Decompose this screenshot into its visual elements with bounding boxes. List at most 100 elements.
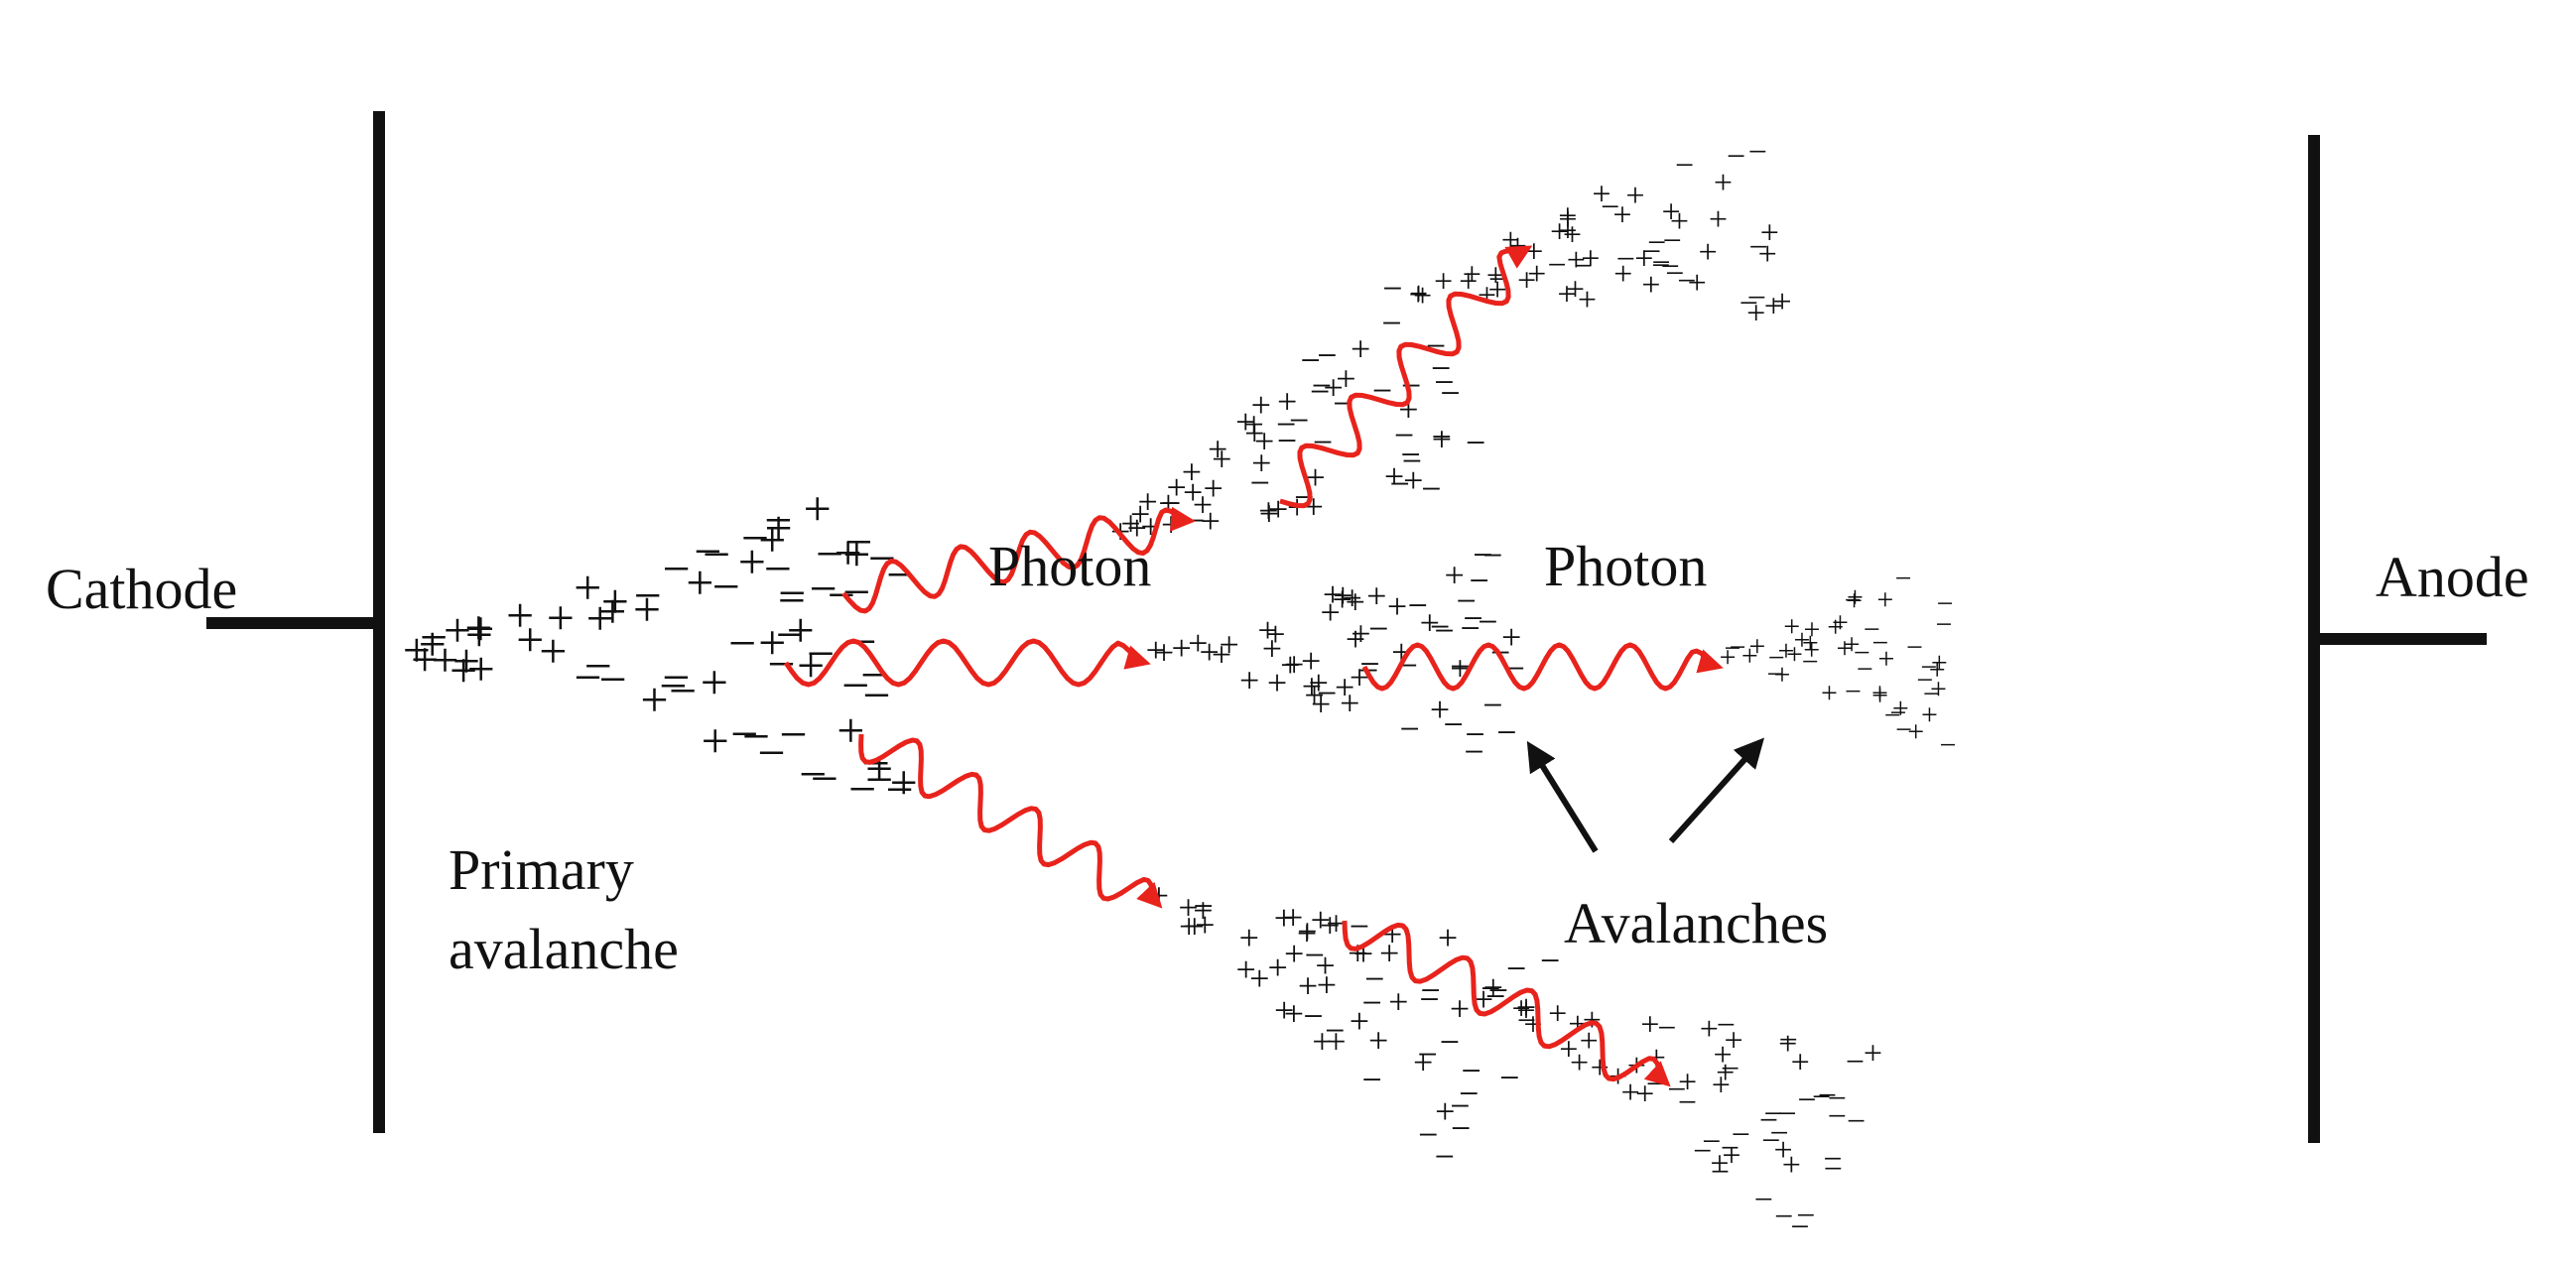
negative-charge: − — [1465, 714, 1484, 754]
positive-charge: + — [1254, 422, 1274, 461]
charge-clouds: +−++−++−+−−−−−−−−−+++++−−−−−+−+−−++−+++−… — [403, 134, 1957, 1246]
positive-charge: + — [1612, 196, 1631, 233]
negative-charge: − — [1435, 1136, 1455, 1176]
positive-charge: + — [1251, 385, 1271, 425]
positive-charge: + — [1725, 1023, 1743, 1060]
positive-charge: + — [1512, 990, 1531, 1027]
negative-charge: − — [1717, 1007, 1736, 1044]
negative-charge: − — [1305, 936, 1325, 975]
negative-charge: − — [776, 606, 804, 662]
anode-label: Anode — [2376, 545, 2529, 609]
positive-charge: + — [1516, 987, 1536, 1027]
negative-charge: − — [1450, 1085, 1470, 1125]
positive-charge: + — [1297, 911, 1317, 951]
positive-charge: + — [1432, 420, 1452, 459]
positive-charge: + — [1391, 632, 1411, 672]
negative-charge: − — [1935, 608, 1952, 641]
positive-charge: + — [1907, 715, 1924, 748]
positive-charge: + — [1182, 452, 1202, 492]
positive-charge: + — [506, 587, 534, 643]
positive-charge: + — [1827, 610, 1844, 643]
positive-charge: + — [1193, 485, 1213, 525]
negative-charge: − — [1540, 941, 1560, 980]
negative-charge: − — [1461, 1051, 1481, 1090]
negative-charge: − — [1289, 400, 1309, 440]
positive-charge: + — [1847, 581, 1864, 614]
negative-charge: − — [728, 615, 756, 671]
positive-charge: + — [1340, 683, 1359, 722]
negative-charge: − — [1768, 641, 1785, 674]
positive-charge: + — [1821, 677, 1838, 709]
positive-charge: + — [539, 623, 567, 679]
negative-charge: − — [1767, 658, 1784, 691]
negative-charge: − — [1482, 685, 1502, 724]
positive-charge: + — [1709, 201, 1728, 238]
negative-charge: − — [584, 638, 612, 694]
positive-charge: + — [1320, 592, 1340, 632]
positive-charge: + — [1268, 948, 1288, 987]
positive-charge: + — [702, 713, 729, 769]
positive-charge: + — [1268, 489, 1288, 529]
positive-charge: + — [1794, 623, 1811, 656]
positive-charge: + — [1179, 906, 1199, 946]
positive-charge: + — [1317, 964, 1337, 1004]
positive-charge: + — [1311, 900, 1331, 940]
positive-charge: + — [1384, 456, 1404, 496]
positive-charge: + — [1764, 288, 1783, 324]
negative-charge: − — [1473, 535, 1492, 574]
negative-charge: − — [1665, 255, 1684, 292]
positive-charge: + — [1368, 1020, 1388, 1060]
negative-charge: − — [811, 751, 838, 807]
negative-charge: − — [1749, 229, 1768, 266]
positive-charge: + — [1333, 575, 1352, 615]
negative-charge: − — [1368, 608, 1388, 648]
positive-charge: + — [1379, 934, 1399, 973]
positive-charge: + — [1722, 1138, 1740, 1175]
negative-charge: − — [1828, 1080, 1847, 1117]
negative-charge: − — [778, 566, 806, 621]
positive-charge: + — [758, 512, 786, 568]
positive-charge: + — [1315, 946, 1335, 985]
negative-charge: − — [1463, 598, 1482, 638]
negative-charge: − — [1381, 303, 1401, 342]
negative-charge: − — [1906, 631, 1923, 664]
anode-electrode — [2308, 135, 2487, 1143]
negative-charge: − — [764, 541, 792, 596]
positive-charge: + — [1877, 642, 1894, 675]
positive-charge: + — [1251, 444, 1271, 483]
positive-charge: + — [1430, 690, 1450, 729]
positive-charge: + — [1741, 639, 1758, 672]
negative-charge: − — [662, 541, 690, 596]
primary-avalanche-cloud: +−++−++−+−−−−−−−−−+++++−−−−−+−+−−++−+++−… — [403, 480, 918, 817]
negative-charge: − — [1418, 1034, 1438, 1074]
positive-charge: + — [586, 590, 614, 646]
positive-charge: + — [601, 573, 629, 629]
negative-charge: − — [1312, 365, 1332, 405]
positive-charge: + — [1434, 263, 1453, 300]
positive-charge: + — [574, 560, 601, 615]
positive-charge: + — [1774, 1132, 1793, 1169]
positive-charge: + — [1710, 1145, 1729, 1182]
positive-charge: + — [1120, 504, 1140, 544]
negative-charge: − — [1506, 949, 1526, 988]
positive-charge: + — [1662, 193, 1681, 230]
positive-charge: + — [1463, 257, 1481, 294]
positive-charge: + — [686, 555, 713, 610]
negative-charge: − — [420, 609, 448, 665]
negative-charge: − — [1361, 982, 1381, 1022]
positive-charge: + — [1409, 277, 1428, 314]
negative-charge: − — [1432, 417, 1452, 456]
negative-charge: − — [1421, 469, 1441, 509]
positive-charge: + — [1803, 634, 1820, 667]
positive-charge: + — [1488, 272, 1507, 309]
negative-charge: − — [1890, 697, 1907, 729]
negative-charge: − — [1440, 1022, 1460, 1062]
negative-charge: − — [1796, 1198, 1815, 1234]
positive-charge: + — [640, 672, 668, 727]
negative-charge: − — [1478, 602, 1497, 642]
negative-charge: − — [1675, 147, 1694, 184]
positive-charge: + — [1284, 644, 1304, 684]
positive-charge: + — [1137, 482, 1157, 522]
negative-charge: − — [1601, 189, 1619, 225]
